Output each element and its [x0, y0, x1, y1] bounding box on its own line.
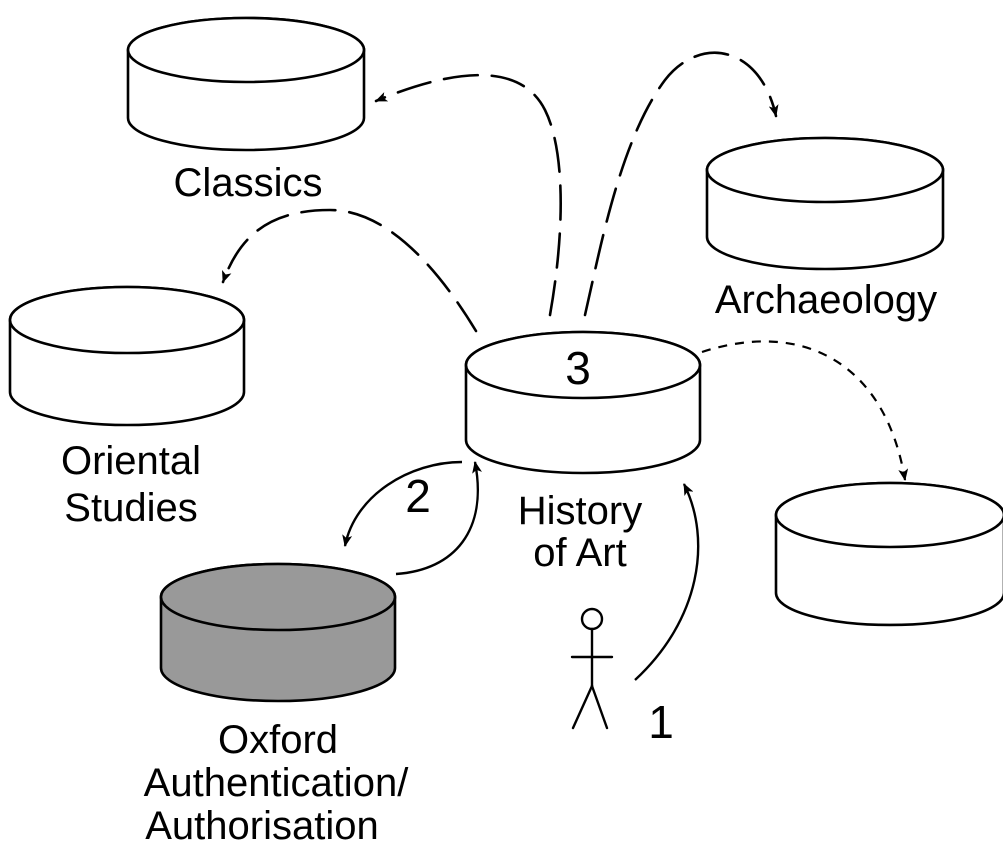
user-step-number: 1: [648, 696, 674, 748]
arrow-auth-to-history: [395, 461, 482, 576]
arrow-history-to-oriental: [221, 208, 478, 333]
archaeology-database: [705, 136, 945, 271]
oxford-auth-label-line-2: Authentication/: [144, 761, 410, 805]
archaeology-label: Archaeology: [715, 278, 937, 322]
stick-figure-user-icon: [570, 607, 614, 730]
arrow-history-to-unlabeled: [701, 340, 909, 481]
classics-label: Classics: [174, 161, 323, 205]
history-of-art-label-line-2: of Art: [533, 531, 626, 575]
history-of-art-database: [464, 330, 702, 475]
oriental-studies-database: [8, 285, 246, 427]
unlabeled-repository-database: [774, 481, 1003, 627]
auth-exchange-step-number: 2: [405, 470, 431, 522]
oxford-auth-label-line-3: Authorisation: [145, 804, 378, 845]
classics-database: [126, 16, 366, 152]
history-of-art-step-number: 3: [565, 342, 591, 394]
arrow-user-to-history: [634, 483, 700, 681]
arrow-history-to-archaeology: [583, 51, 779, 317]
oxford-auth-database: [159, 562, 397, 703]
edges: [221, 51, 909, 681]
oxford-auth-label-line-1: Oxford: [218, 718, 338, 762]
arrow-history-to-auth: [342, 460, 463, 547]
arrow-history-to-classics: [374, 73, 562, 317]
history-of-art-label-line-1: History: [518, 489, 642, 533]
oriental-studies-label-line-1: Oriental: [61, 439, 201, 483]
oriental-studies-label-line-2: Studies: [64, 486, 197, 530]
